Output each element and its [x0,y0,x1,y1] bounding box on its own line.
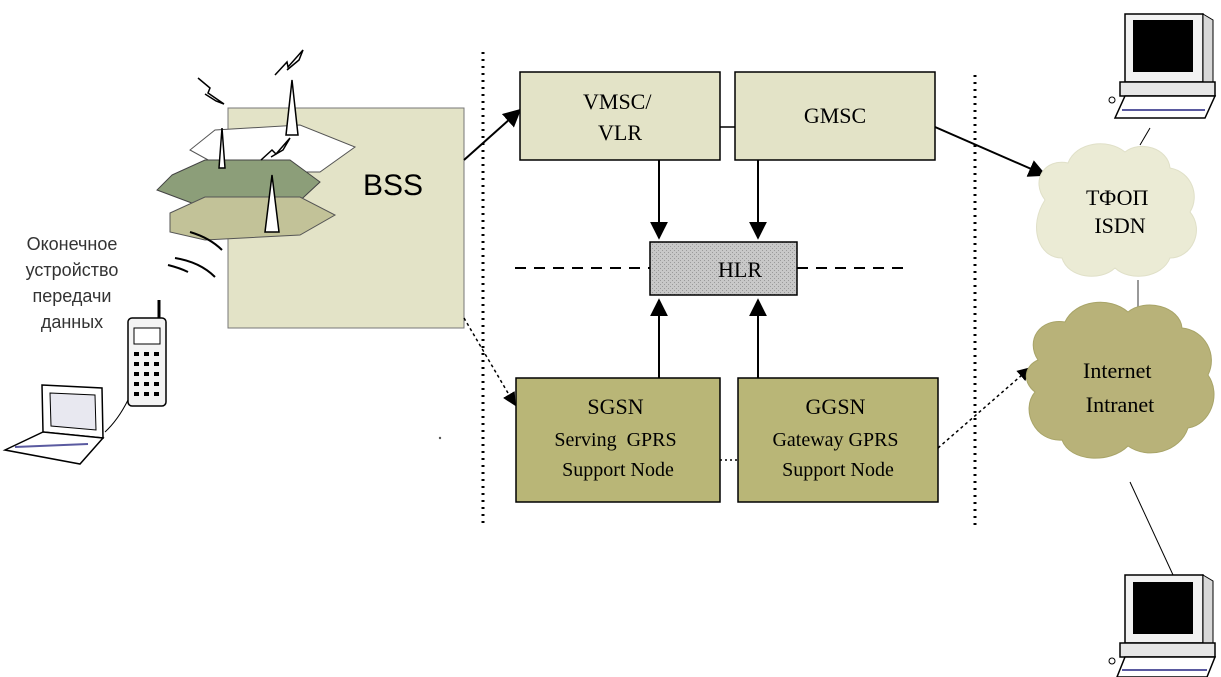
antenna-tower-icon [218,127,226,169]
signal-arc [174,257,216,278]
ggsn-label-line: Gateway GPRS [772,429,898,451]
bss-label: BSS [363,169,423,202]
desktop-computer-icon [1108,574,1217,677]
pstn-cloud [1036,143,1197,277]
pstn-label-line: ТФОП [1086,185,1148,210]
stray-dot [438,436,442,440]
radio-wave-icon [274,49,304,76]
link-top-computer [1139,127,1151,146]
vmsc-vlr-node [519,71,721,161]
radio-wave-icon [260,137,291,161]
internet-label-line: Internet [1083,358,1151,383]
sgsn-node [515,377,721,503]
vmsc-label-line: VMSC/ [583,89,652,114]
antenna-tower-icon [285,79,299,136]
laptop-icon [2,384,105,465]
pstn-label-line: ISDN [1094,213,1145,238]
gmsc-node [734,71,936,161]
phone-cable [104,399,129,433]
sgsn-label-line: Support Node [562,459,674,481]
link-internet-computer [1129,481,1181,591]
arrow-bss-to-vmsc [463,108,522,161]
hlr-node [649,241,798,296]
ggsn-label-line: GGSN [806,394,866,419]
vmsc-label: VMSC/ VLR [583,89,657,145]
signal-arc [167,264,189,273]
arrow-ggsn-to-internet [937,367,1032,449]
sgsn-label: SGSN Serving GPRS Support Node [554,394,681,481]
vmsc-label-line: VLR [598,120,642,145]
ggsn-label: GGSN Gateway GPRS Support Node [772,394,903,481]
arrow-gmsc-to-pstn [934,126,1047,177]
antenna-tower-icon [264,174,280,233]
terminal-label-line: данных [41,312,103,332]
ggsn-node [737,377,939,503]
hlr-label: HLR [718,257,762,282]
sgsn-label-line: Serving GPRS [554,429,676,451]
sgsn-label-line: SGSN [587,394,643,419]
internet-label-line: Intranet [1086,392,1154,417]
mobile-phone-icon [127,300,167,407]
internet-cloud [1025,301,1215,459]
gmsc-label: GMSC [804,103,866,128]
desktop-computer-icon [1108,13,1217,119]
terminal-label-line: Оконечное [27,234,118,254]
signal-arc [189,231,223,251]
arrow-bss-to-sgsn [463,317,516,407]
terminal-label: Оконечное устройство передачи данных [26,234,119,332]
radio-wave-icon [197,77,225,105]
terminal-label-line: устройство [26,260,119,280]
cell-hexagon-olive [169,196,337,241]
pstn-label: ТФОП ISDN [1086,185,1154,238]
terminal-label-line: передачи [33,286,112,306]
internet-label: Internet Intranet [1083,358,1157,417]
ggsn-label-line: Support Node [782,459,894,481]
